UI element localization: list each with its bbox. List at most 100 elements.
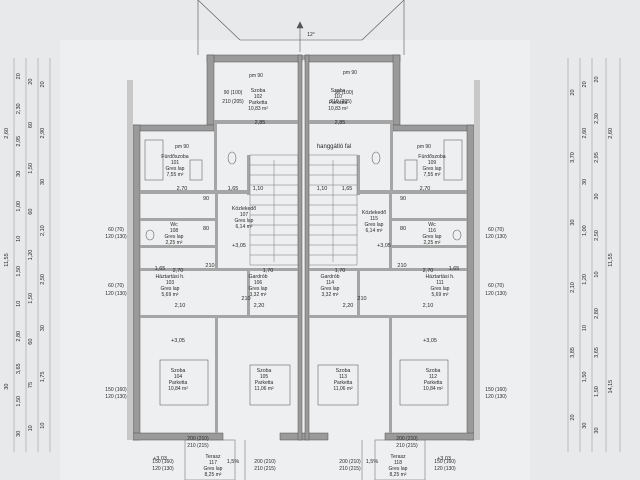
room-name: Szoba <box>331 88 346 94</box>
room-name: Gardrób <box>248 274 267 280</box>
left-chain-2: 10 <box>16 301 22 307</box>
room-floor: Parketta <box>249 100 268 106</box>
opening-size: 120 (130) <box>434 466 456 472</box>
left-chain-3: 10 <box>28 425 34 431</box>
opening-size: 210 (215) <box>339 466 361 472</box>
room-number: 118 <box>394 460 402 466</box>
room-floor: Gres lap <box>321 286 340 292</box>
terraces <box>184 439 426 480</box>
left-chain-2: 1,00 <box>16 201 22 212</box>
left-dimension-chains: 2,6011,5530202,302,95301,00101,50102,803… <box>4 58 51 452</box>
room-name: Fürdőszoba <box>161 154 189 160</box>
interior-dimension: 1,65 <box>228 186 239 192</box>
room-area: 10,84 m² <box>168 386 188 392</box>
interior-dimension: 210 <box>397 263 406 269</box>
room-number: 102 <box>254 94 263 100</box>
room-area: 7,55 m² <box>167 172 184 178</box>
room-number: 103 <box>166 280 175 286</box>
opening-size: pm 90 <box>343 70 357 76</box>
left-chain-2: 10 <box>16 236 22 242</box>
room-floor: Parketta <box>169 380 188 386</box>
room-name: Közlekedő <box>362 210 386 216</box>
left-chain-2: 2,30 <box>16 103 22 114</box>
room-number: 111 <box>436 280 444 286</box>
room-name: Háztartási h. <box>155 274 184 280</box>
left-chain-1: 2,60 <box>4 128 10 139</box>
interior-dimension: 1,70 <box>263 268 274 274</box>
interior-dimension: 1,5% <box>227 459 240 465</box>
entrance-canopy <box>197 0 405 55</box>
room-number: 114 <box>326 280 334 286</box>
right-chain-4: 14,15 <box>608 380 614 394</box>
opening-size: 150 (160) <box>152 459 174 465</box>
room-area: 10,83 m² <box>328 106 348 112</box>
room-number: 106 <box>254 280 263 286</box>
interior-dimension: 1,65 <box>155 266 166 272</box>
room-number: 115 <box>370 216 378 222</box>
room-area: 3,32 m² <box>250 292 267 298</box>
left-chain-3: 60 <box>28 122 34 128</box>
opening-size: 200 (210) <box>254 459 276 465</box>
room-number: 107 <box>240 212 249 218</box>
opening-size: 60 (70) <box>488 227 504 233</box>
right-chain-1: 20 <box>570 414 576 420</box>
room-name: Gardrób <box>320 274 339 280</box>
interior-dimension: 90 <box>400 196 406 202</box>
room-area: 7,55 m² <box>424 172 441 178</box>
room-area: 11,06 m² <box>333 386 353 392</box>
right-chain-2: 30 <box>582 423 588 429</box>
interior-dimension: 1,10 <box>253 186 264 192</box>
left-chain-3: 75 <box>28 382 34 388</box>
right-chain-2: 1,00 <box>582 225 588 236</box>
room-floor: Gres lap <box>161 286 180 292</box>
left-chain-4: 2,90 <box>40 128 46 139</box>
left-chain-3: 20 <box>28 79 34 85</box>
opening-size: pm 90 <box>175 144 189 150</box>
room-floor: Gres lap <box>166 166 185 172</box>
level-marker: +3,05 <box>377 243 391 249</box>
opening-size: 210 (215) <box>254 466 276 472</box>
opening-size: 120 (130) <box>485 291 507 297</box>
level-marker: +3,05 <box>423 338 437 344</box>
interior-dimension: 2,20 <box>343 303 354 309</box>
room-area: 8,25 m² <box>205 472 222 478</box>
opening-size: 150 (160) <box>485 387 507 393</box>
interior-dimension: 210 <box>205 263 214 269</box>
left-chain-2: 2,95 <box>16 136 22 147</box>
interior-dimension: 2,70 <box>420 186 431 192</box>
left-chain-3: 1,50 <box>28 293 34 304</box>
opening-size: 120 (130) <box>105 291 127 297</box>
room-floor: Gres lap <box>389 466 408 472</box>
room-area: 11,06 m² <box>254 386 274 392</box>
interior-dimension: 1,5% <box>366 459 379 465</box>
right-chain-1: 3,70 <box>570 152 576 163</box>
room-floor: Parketta <box>329 100 348 106</box>
left-chain-4: 20 <box>40 81 46 87</box>
left-chain-2: 20 <box>16 73 22 79</box>
room-floor: Gres lap <box>423 166 442 172</box>
opening-size: pm 90 <box>249 73 263 79</box>
bathroom-fixtures <box>144 139 463 241</box>
room-name: Fürdőszoba <box>418 154 446 160</box>
left-chain-3: 1,50 <box>28 163 34 174</box>
room-floor: Gres lap <box>204 466 223 472</box>
room-name: Wc <box>170 222 178 228</box>
level-marker: +3,05 <box>232 243 246 249</box>
interior-dimension: 210 <box>357 296 366 302</box>
opening-size: 60 (70) <box>488 283 504 289</box>
opening-size: 210 (215) <box>187 443 209 449</box>
opening-size: 200 (210) <box>187 436 209 442</box>
north-arrow-label: 12° <box>307 32 315 38</box>
room-area: 8,25 m² <box>390 472 407 478</box>
left-chain-1: 30 <box>4 384 10 390</box>
left-chain-4: 1,75 <box>40 372 46 383</box>
opening-size: 200 (210) <box>339 459 361 465</box>
room-number: 110 <box>334 94 342 100</box>
right-chain-1: 2,10 <box>570 282 576 293</box>
room-area: 3,32 m² <box>322 292 339 298</box>
right-chain-3: 1,50 <box>594 386 600 397</box>
room-number: 113 <box>339 374 347 380</box>
